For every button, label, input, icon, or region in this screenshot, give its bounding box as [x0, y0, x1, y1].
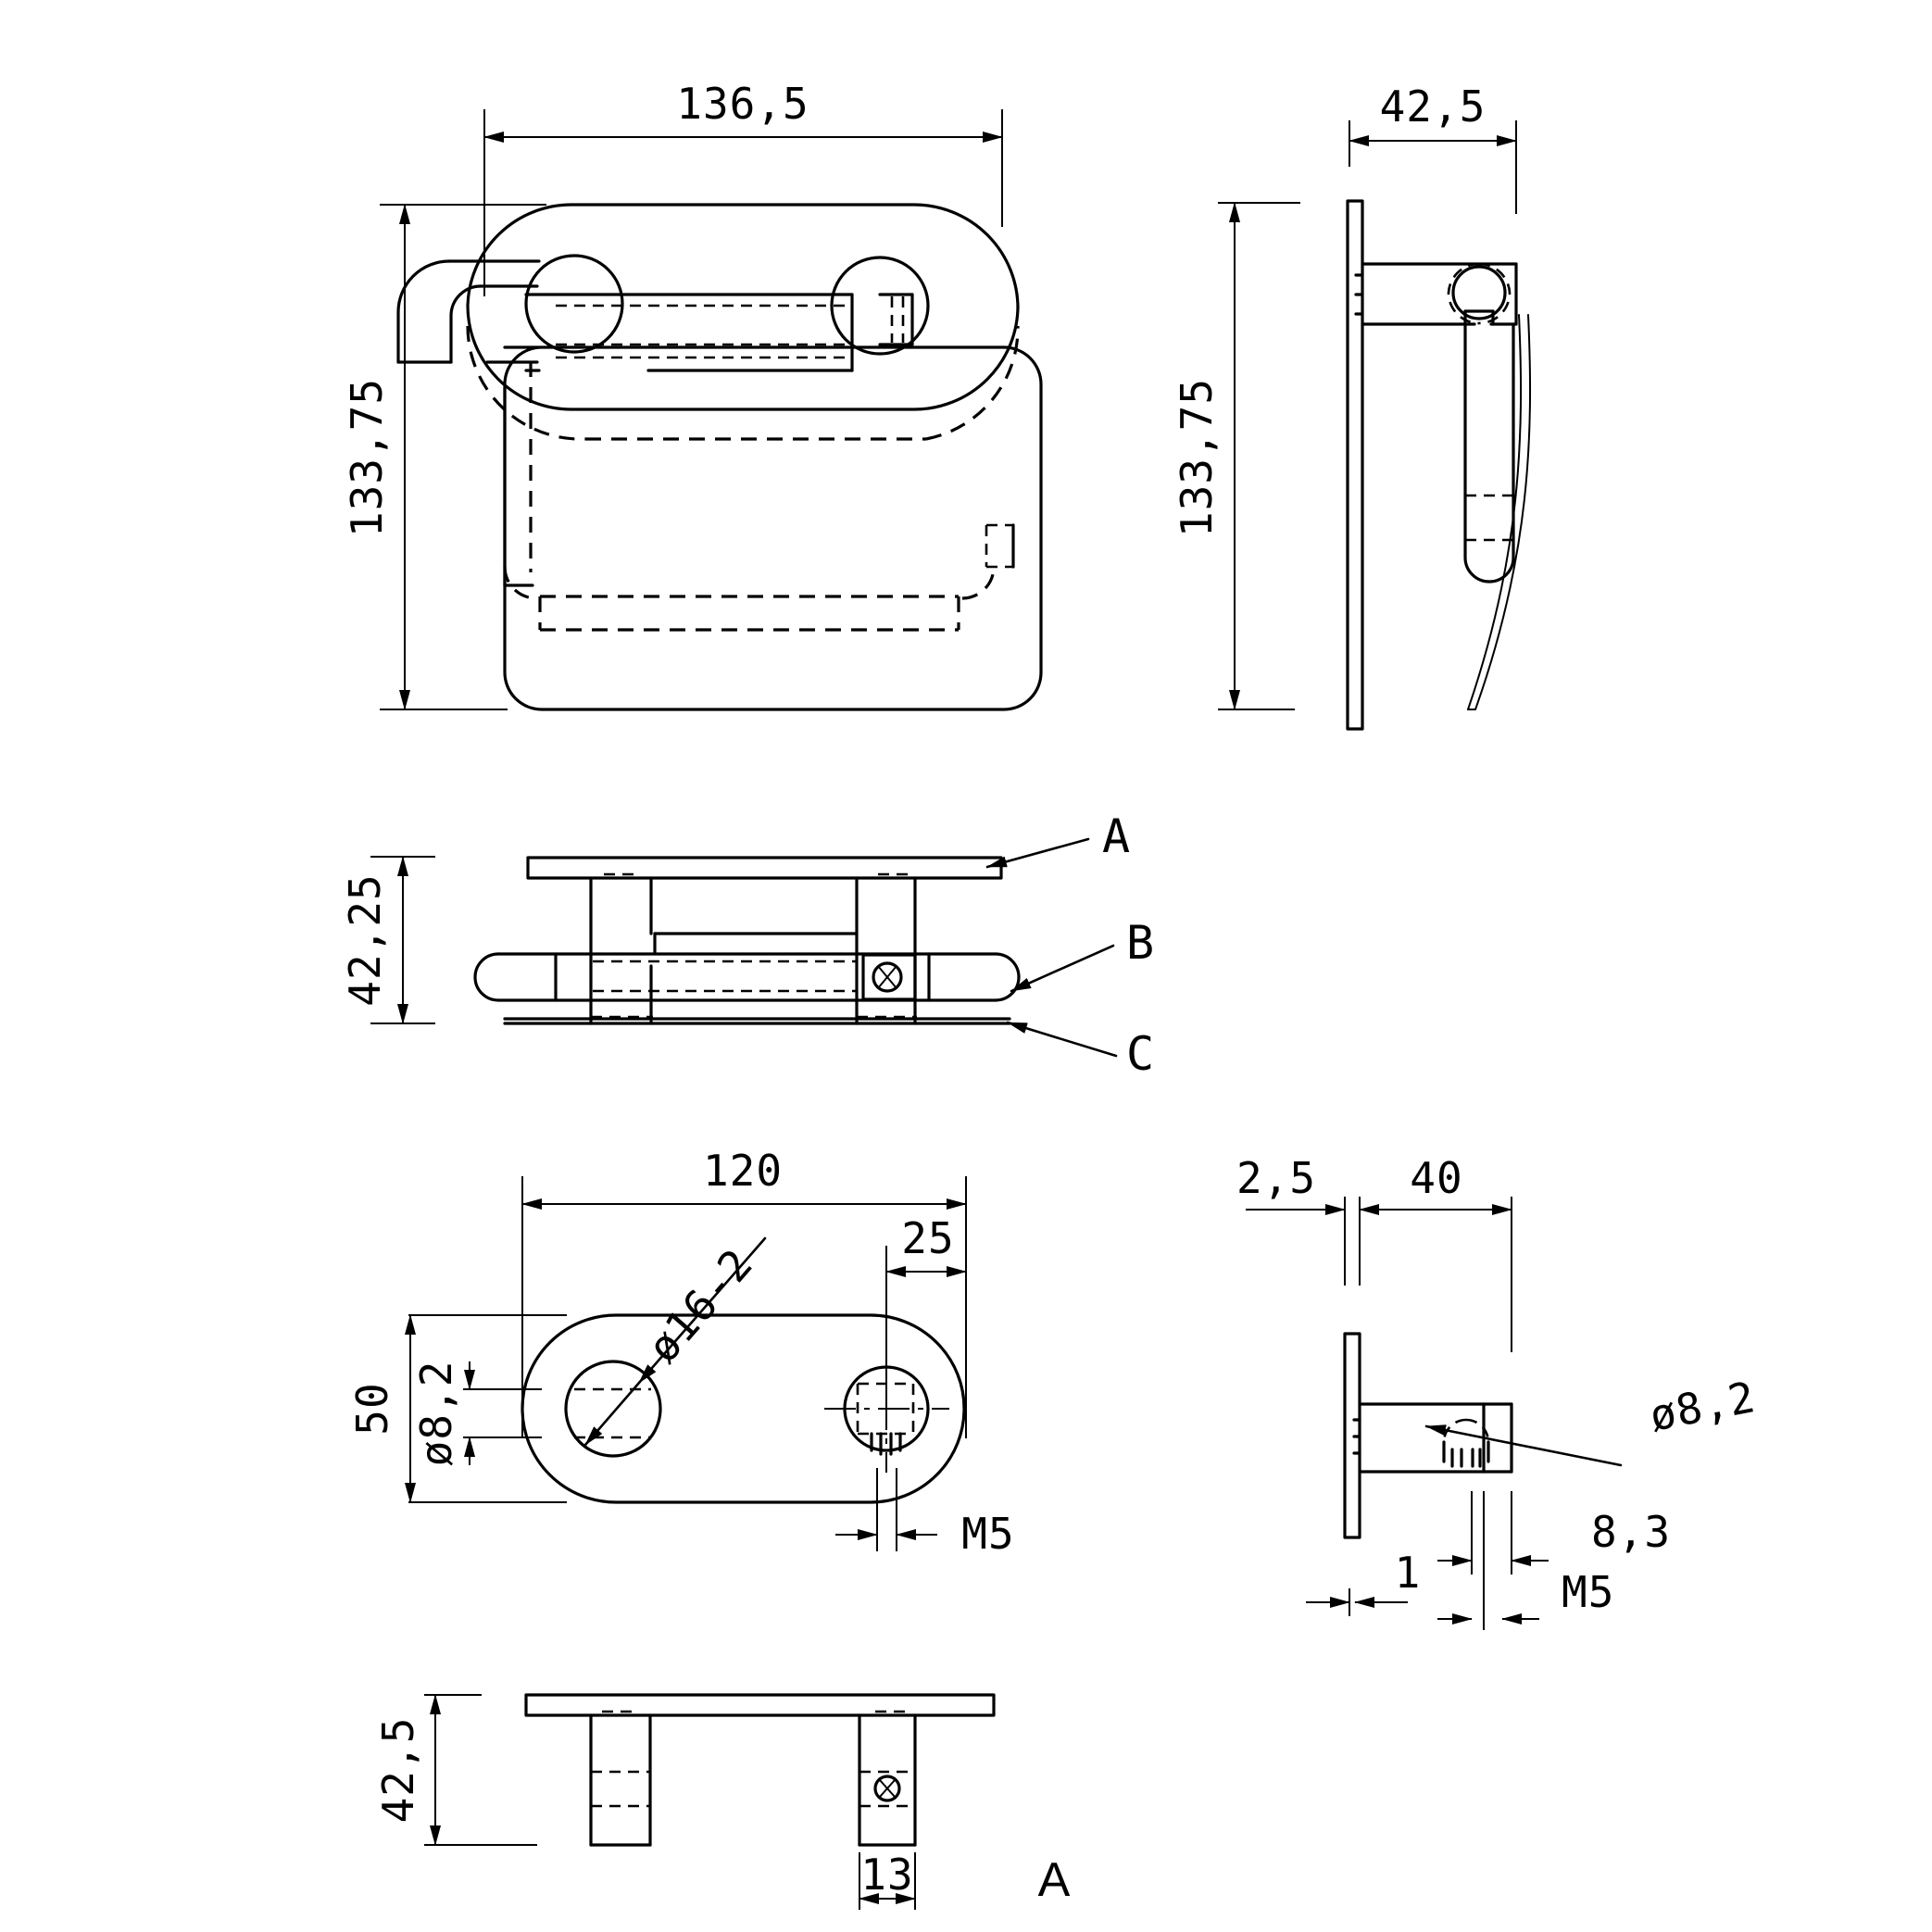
dim-1: 1: [1306, 1548, 1422, 1616]
dim-42-5-bottom: 42,5: [373, 1694, 537, 1846]
dim-42-5-side: 42,5: [1349, 82, 1517, 214]
front-inner-ledge-hidden: [503, 566, 996, 632]
dim-phi-16-2-text: ø16-2: [637, 1239, 762, 1373]
section-a-left-leg: [589, 1713, 652, 1847]
section-a-label: A: [1038, 1853, 1071, 1907]
dim-phi-8-2-left-text: ø8,2: [411, 1361, 461, 1467]
side-cover-flap: [1463, 322, 1515, 583]
side-paper-curve: [1467, 314, 1532, 710]
dim-42-5-bottom-text: 42,5: [373, 1717, 423, 1824]
base-side-hole: [1442, 1418, 1490, 1468]
dim-50-text: 50: [347, 1382, 397, 1435]
dim-25-text: 25: [901, 1213, 954, 1263]
callout-b-text: B: [1126, 916, 1154, 970]
base-plate-outline: [521, 1313, 966, 1504]
dim-133-75-side-text: 133,75: [1172, 378, 1222, 537]
dim-136-5: 136,5: [483, 79, 1003, 296]
dim-133-75-side: 133,75: [1172, 202, 1300, 710]
front-left-boss-circle: [524, 254, 624, 354]
side-wall-plate-marks: [1354, 273, 1363, 316]
dim-2-5: 2,5: [1236, 1153, 1361, 1286]
section-a-top-plate: [524, 1693, 996, 1717]
dim-50: 50: [347, 1314, 567, 1503]
dim-120-text: 120: [703, 1146, 783, 1196]
dim-42-25: 42,25: [340, 856, 435, 1024]
front-right-screw-detail: [878, 293, 914, 346]
callout-b: B: [1010, 916, 1154, 993]
dim-42-25-text: 42,25: [340, 873, 390, 1006]
dim-m5-side: M5: [1437, 1491, 1614, 1630]
base-plate-view: 120 25 50 ø8,2: [347, 1146, 1014, 1559]
dim-40-text: 40: [1410, 1153, 1462, 1203]
section-view-roller: 42,25: [340, 809, 1154, 1081]
section-a-right-leg: [858, 1713, 917, 1847]
dim-120: 120: [521, 1146, 967, 1438]
front-roller-bar: [524, 293, 854, 372]
side-view: 42,5 133,75: [1172, 82, 1532, 731]
callout-a-text: A: [1102, 809, 1130, 863]
dim-8-3: 8,3: [1437, 1491, 1671, 1574]
section-a-view: 42,5: [373, 1693, 1071, 1910]
dim-13-text: 13: [860, 1850, 913, 1900]
callout-a: A: [985, 809, 1130, 869]
base-plate-left-hole: [564, 1360, 662, 1458]
base-side-plate-marks: [1352, 1418, 1361, 1455]
dim-phi-8-2-right-text: ø8,2: [1646, 1372, 1760, 1441]
base-plate-side-view: 2,5 40: [1236, 1153, 1760, 1630]
dim-25: 25: [885, 1213, 967, 1426]
front-view: 136,5 133,75: [342, 79, 1043, 711]
dim-42-5-side-text: 42,5: [1380, 82, 1487, 132]
dim-1-text: 1: [1395, 1548, 1422, 1598]
dim-2-5-text: 2,5: [1236, 1153, 1316, 1203]
side-wall-plate: [1346, 199, 1364, 731]
side-roller-end: [1447, 262, 1512, 326]
section-top-plate: [526, 856, 1003, 880]
section-roller-screw: [861, 953, 917, 1001]
front-cover-outline: [466, 203, 1020, 411]
dim-8-3-text: 8,3: [1591, 1507, 1671, 1557]
dim-phi-8-2-left: ø8,2: [411, 1361, 542, 1467]
dim-m5-plate-text: M5: [961, 1509, 1014, 1559]
dim-phi-8-2-right: ø8,2: [1424, 1372, 1760, 1467]
dim-m5-plate: M5: [835, 1468, 1014, 1559]
front-cover-hidden-right-arc: [925, 325, 1020, 441]
front-back-plate-left-edges: [503, 361, 533, 587]
callout-c: C: [1006, 1021, 1154, 1081]
front-back-plate-outline: [503, 345, 1043, 711]
dim-40: 40: [1359, 1153, 1512, 1352]
dim-m5-side-text: M5: [1562, 1567, 1614, 1617]
dim-phi-16-2: ø16-2: [583, 1236, 767, 1447]
front-left-bracket: [396, 259, 541, 364]
base-plate-right-hole: [824, 1345, 949, 1473]
front-right-notch: [985, 523, 1015, 569]
section-bottom-plate: [503, 1015, 1011, 1025]
dim-13: 13: [859, 1850, 916, 1910]
section-roller-cylinder: [473, 932, 1021, 1002]
callout-c-text: C: [1126, 1027, 1154, 1081]
dim-133-75-front: 133,75: [342, 204, 546, 710]
dim-136-5-text: 136,5: [676, 79, 809, 129]
front-cover-hidden-left-arc: [466, 325, 586, 441]
front-right-boss-circle: [830, 256, 930, 356]
dim-133-75-front-text: 133,75: [342, 378, 392, 537]
